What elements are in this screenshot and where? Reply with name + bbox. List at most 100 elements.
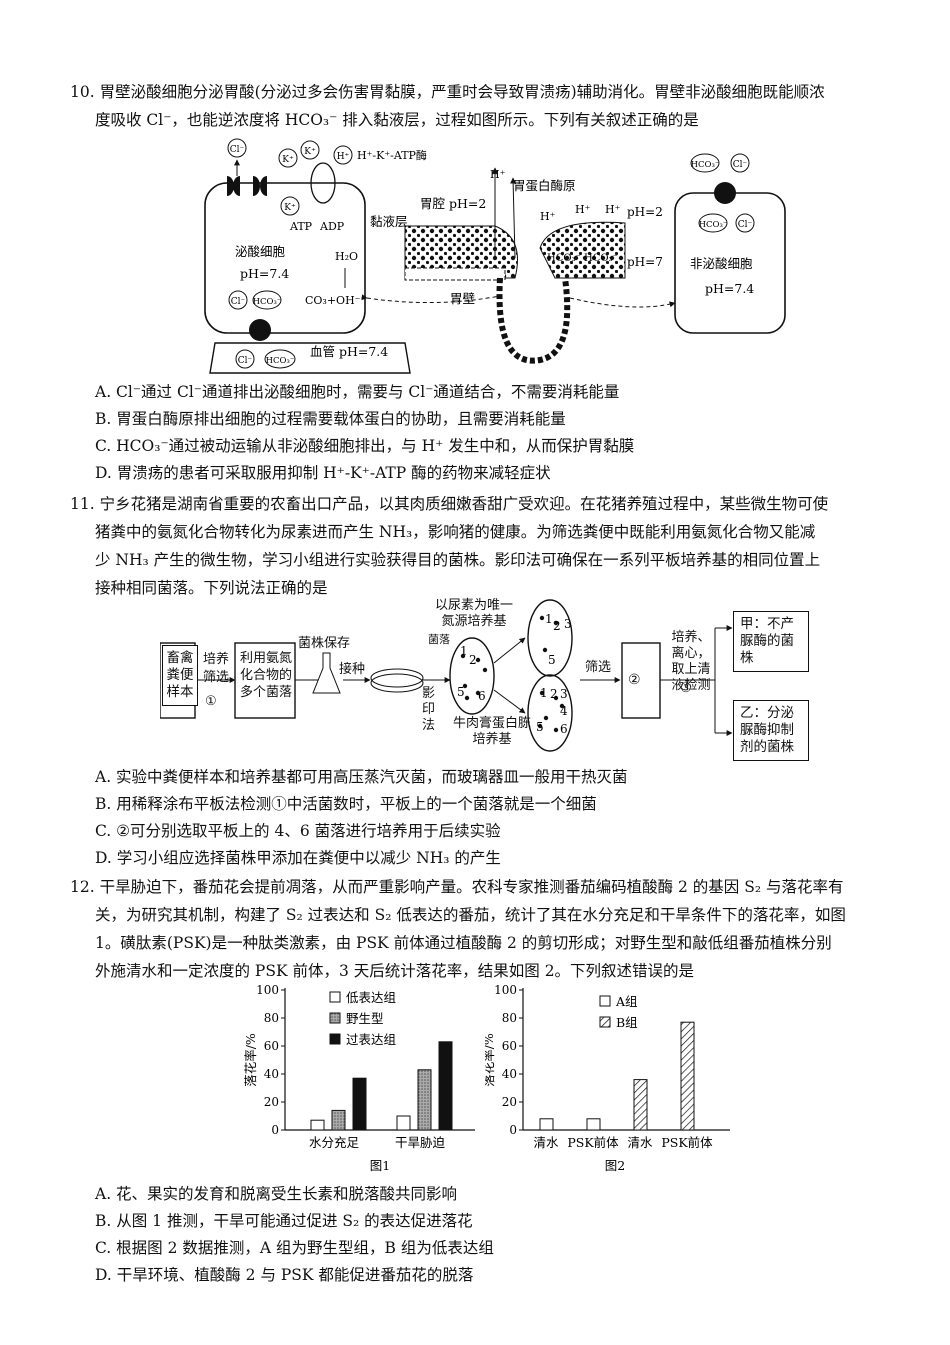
yi-box: 乙：分泌脲酶抑制剂的菌株	[733, 700, 809, 761]
h-ion-2: H⁺	[575, 203, 591, 216]
q12-stem-line1: 12. 干旱胁迫下，番茄花会提前凋落，从而严重影响产量。农科专家推测番茄编码植酸…	[70, 878, 844, 896]
wall-label: 胃壁	[450, 291, 475, 306]
chart-title: 图2	[605, 1158, 625, 1173]
k-ion-label: K⁺	[282, 155, 294, 165]
q11-stem-line2: 猪粪中的氨氮化合物转化为尿素进而产生 NH₃，影响猪的健康。为筛选粪便中既能利用…	[95, 523, 816, 541]
legend-label: A组	[615, 994, 638, 1009]
q12-option-b[interactable]: B. 从图 1 推测，干旱可能通过促进 S₂ 的表达促进落花	[95, 1212, 473, 1230]
lumen-label: 胃腔 pH=2	[420, 196, 486, 211]
atpase-icon	[310, 162, 336, 204]
bar-B组-2	[633, 1079, 648, 1131]
storage-label: 菌株保存	[298, 636, 351, 651]
q11-option-a[interactable]: A. 实验中粪便样本和培养基都可用高压蒸汽灭菌，而玻璃器皿一般用干热灭菌	[95, 768, 628, 786]
hco3-label-2: HCO₃⁻	[266, 356, 295, 366]
beef-medium-label: 牛肉膏蛋白胨培养基	[452, 716, 531, 747]
h-ion-1: H⁺	[540, 210, 556, 223]
y-tick-label: 80	[502, 1011, 517, 1025]
q10-stem-line1: 10. 胃壁泌酸细胞分泌胃酸(分泌过多会伤害胃黏膜，严重时会导致胃溃疡)辅助消化…	[70, 83, 825, 101]
q10-option-b[interactable]: B. 胃蛋白酶原排出细胞的过程需要载体蛋白的协助，且需要消耗能量	[95, 410, 566, 428]
legend-label: B组	[616, 1015, 638, 1030]
acid-cell-label: 泌酸细胞	[235, 244, 286, 259]
h-ion-label: H⁺	[337, 152, 350, 162]
y-axis-label: 落花率/%	[243, 1033, 258, 1087]
legend-swatch	[329, 1012, 341, 1024]
ph2-label: pH=2	[627, 205, 663, 219]
q11-stem-line4: 接种相同菌落。下列说法正确的是	[95, 579, 328, 597]
q12-option-d[interactable]: D. 干旱环境、植酸酶 2 与 PSK 都能促进番茄花的脱落	[95, 1266, 474, 1284]
circle1-label: ①	[205, 694, 217, 709]
bar-A组-1	[586, 1118, 601, 1131]
nonacid-cell-label: 非泌酸细胞	[690, 256, 753, 271]
legend-swatch	[329, 991, 341, 1003]
legend-label: 低表达组	[346, 990, 396, 1005]
urea-medium-label: 以尿素为唯一氮源培养基	[434, 598, 513, 629]
cl-ion-label-5: Cl⁻	[738, 220, 753, 230]
pepsinogen-label: 胃蛋白酶原	[513, 178, 576, 193]
culture-label: 培养	[203, 652, 230, 667]
adp-label: ADP	[319, 220, 345, 233]
y-tick-label: 40	[264, 1067, 279, 1081]
y-tick-label: 80	[264, 1011, 279, 1025]
colony-dots	[460, 615, 565, 733]
screen-label: 筛选	[203, 670, 230, 685]
urea-n3: 3	[564, 617, 572, 631]
urea-plate	[527, 599, 573, 677]
q12-option-a[interactable]: A. 花、果实的发育和脱离受生长素和脱落酸共同影响	[95, 1185, 458, 1203]
x-tick-label: PSK前体	[661, 1135, 713, 1150]
bar-B组-3	[680, 1021, 695, 1131]
hco3-label-4: HCO₃⁻	[699, 220, 728, 230]
inoculate-label: 接种	[339, 662, 366, 677]
colonies-text: 利用氨氮化合物的多个菌落	[239, 651, 292, 700]
q10-option-a[interactable]: A. Cl⁻通过 Cl⁻通道排出泌酸细胞时，需要与 Cl⁻通道结合，不需要消耗能…	[95, 383, 620, 401]
master-n6: 6	[478, 689, 486, 703]
colony-label: 菌落	[428, 633, 450, 646]
step3-label: 培养、离心，取上清液检测	[671, 630, 711, 693]
x-tick-label: 干旱胁迫	[395, 1135, 446, 1150]
cl-channel-top-icon	[227, 176, 267, 196]
bar-低表达组-1	[396, 1115, 411, 1131]
x-tick-label: 清水	[533, 1135, 559, 1150]
replica-label: 影印法	[422, 686, 436, 733]
filter-label: 筛选	[585, 660, 612, 675]
q11-figure: 1 2 3 5 1 2 5 6 1 2 3 4 5 6	[160, 599, 733, 752]
master-n5: 5	[457, 685, 465, 699]
y-tick-label: 0	[509, 1123, 517, 1137]
h-ion-3: H⁺	[605, 203, 621, 216]
q10-stem-line2: 度吸收 Cl⁻，也能逆浓度将 HCO₃⁻ 排入黏液层，过程如图所示。下列有关叙述…	[95, 111, 699, 129]
y-tick-label: 40	[502, 1067, 517, 1081]
mucus-layer-right	[539, 221, 626, 279]
legend-label: 过表达组	[346, 1032, 396, 1047]
y-tick-label: 20	[502, 1095, 517, 1109]
beef-n2: 2	[550, 687, 558, 701]
x-tick-label: PSK前体	[567, 1135, 619, 1150]
q12-option-c[interactable]: C. 根据图 2 数据推测，A 组为野生型组，B 组为低表达组	[95, 1239, 494, 1257]
beef-n4: 4	[560, 704, 568, 718]
q11-option-b[interactable]: B. 用稀释涂布平板法检测①中活菌数时，平板上的一个菌落就是一个细菌	[95, 795, 597, 813]
nonacid-cell-ph: pH=7.4	[705, 281, 754, 296]
atp-label: ATP	[289, 220, 313, 233]
mucus-label: 黏液层	[370, 214, 408, 229]
exchanger-icon-2	[714, 182, 736, 204]
y-tick-label: 100	[256, 983, 279, 997]
hco3-label-3: HCO₃⁻	[691, 160, 720, 170]
gastric-pit	[496, 277, 571, 364]
q10-option-d[interactable]: D. 胃溃疡的患者可采取服用抑制 H⁺-K⁺-ATP 酶的药物来减轻症状	[95, 464, 551, 482]
q10-option-c[interactable]: C. HCO₃⁻通过被动运输从非泌酸细胞排出，与 H⁺ 发生中和，从而保护胃黏膜	[95, 437, 635, 455]
acid-cell-outline	[204, 182, 366, 334]
y-tick-label: 0	[271, 1123, 279, 1137]
circle2-label: ②	[628, 672, 641, 688]
q11-option-c[interactable]: C. ②可分别选取平板上的 4、6 菌落进行培养用于后续实验	[95, 822, 501, 840]
beef-n6: 6	[560, 722, 568, 736]
h-ion-top: H⁺	[490, 168, 506, 181]
y-tick-label: 100	[494, 983, 517, 997]
mucus-layer-left	[404, 225, 518, 279]
beef-n3: 3	[560, 687, 568, 701]
master-n2: 2	[469, 653, 477, 667]
q11-option-d[interactable]: D. 学习小组应选择菌株甲添加在粪便中以减少 NH₃ 的产生	[95, 849, 501, 867]
q10-figure: Cl⁻ K⁺ K⁺ H⁺ H⁺-K⁺-ATP酶 K⁺ ATP ADP H₂O 泌…	[204, 138, 786, 374]
beef-n1: 1	[540, 686, 548, 700]
urea-n5: 5	[548, 653, 556, 667]
wall-cells-left	[404, 267, 506, 281]
urea-n2: 2	[553, 619, 561, 633]
cl-ion-label-3: Cl⁻	[238, 356, 253, 366]
